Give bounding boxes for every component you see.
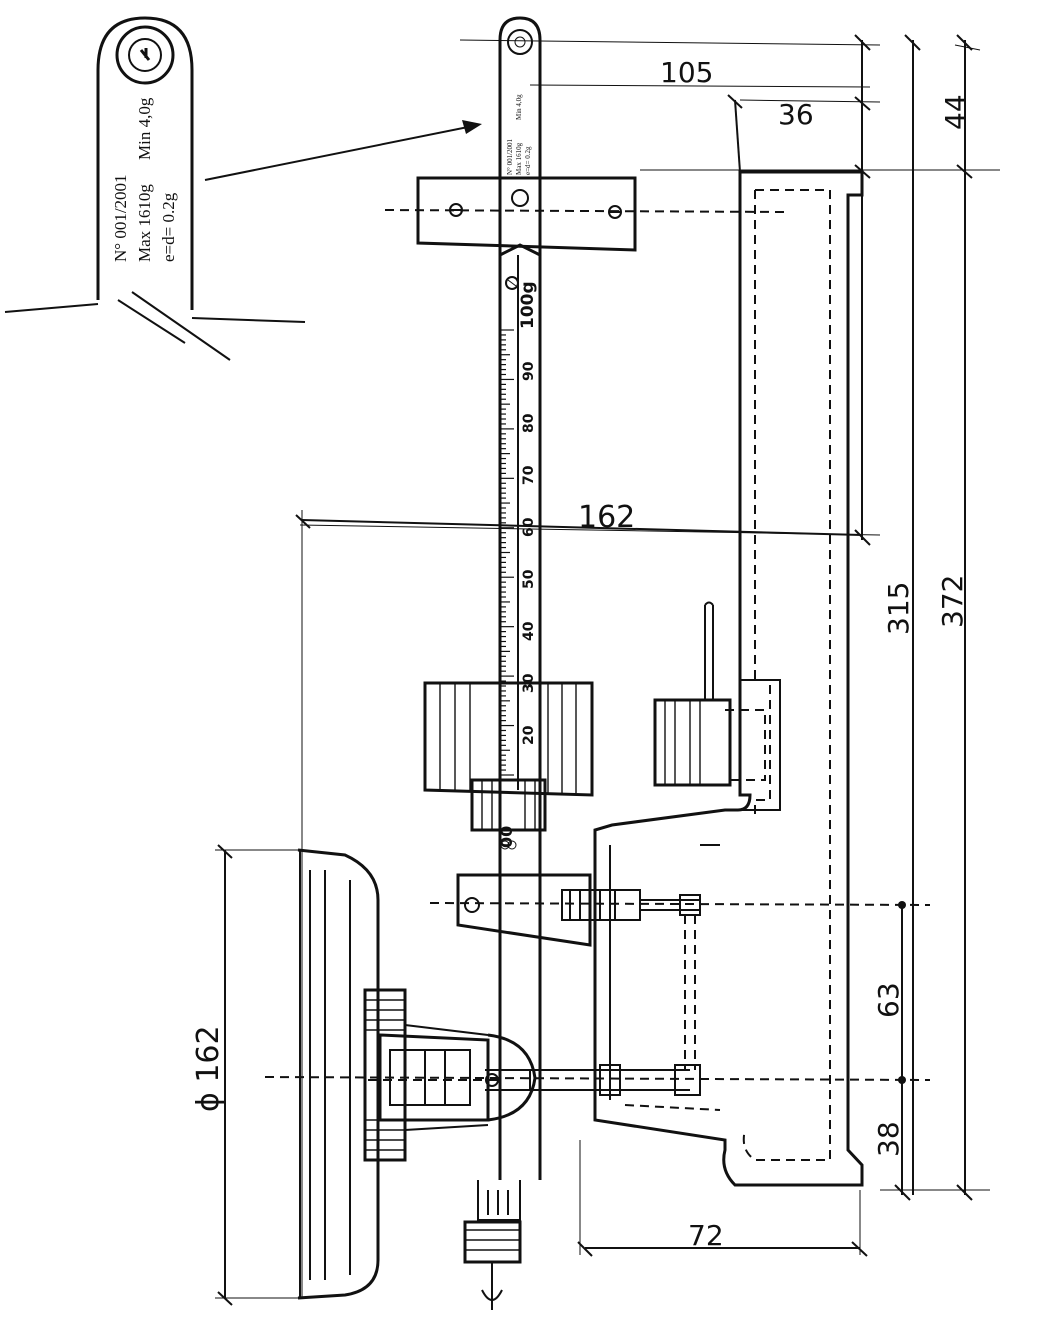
beam-tip-detail-inset: N° 001/2001 Max 1610g e=d= 0.2g Min 4,0g [4,16,482,361]
dim-105: 105 [660,56,713,89]
pivot-crossbar [384,176,786,252]
balance-beam: N° 001/2001 Max 1610g e=d= 0.2g Min 4,0g… [477,16,542,1221]
dimension-lines [215,34,1000,1306]
plate-e-d-text: e=d= 0.2g [159,192,178,262]
linkage-mechanism [264,873,931,1162]
plate-max-text: Max 1610g [135,184,154,262]
beam-tip-e-d: e=d= 0.2g [524,146,532,175]
dimension-labels: 105 36 44 162 315 372 63 38 72 ϕ 162 [191,56,972,1252]
beam-tip-max: Max 1610g [515,142,523,175]
scale-label: 20 [521,725,537,745]
scale-label: 80 [521,413,537,433]
zero-adjust-knob-icon [463,1220,522,1310]
scale-label: 100g [518,281,538,329]
detail-leader-arrow [204,124,479,181]
beam-scale-ticks [500,329,514,776]
scale-label: 70 [521,465,537,485]
sliding-poise-weight [423,681,594,832]
dim-162-beam: 162 [578,500,635,535]
scale-label: 60 [521,517,537,537]
dim-38: 38 [872,1121,905,1157]
dim-315: 315 [882,582,915,635]
beam-tip-min: Min 4,0g [515,94,523,120]
tare-weight [653,601,766,787]
dim-72: 72 [688,1219,724,1252]
plate-min-text: Min 4,0g [135,97,154,160]
weighing-pan [297,848,380,1300]
pivot-hole-icon [115,25,175,85]
dim-phi-162: ϕ 162 [191,1025,226,1112]
dim-63: 63 [872,982,905,1018]
scale-base-body [593,170,864,1187]
dim-372: 372 [936,575,969,628]
scale-label: 40 [521,621,537,641]
plate-serial-text: N° 001/2001 [111,174,130,262]
scale-label: 50 [521,569,537,589]
beam-tip-serial: N° 001/2001 [506,138,514,175]
scale-label: 90 [521,361,537,381]
dim-44: 44 [939,94,972,130]
beam-pivot-icon [507,29,533,55]
dim-36: 36 [778,98,814,131]
